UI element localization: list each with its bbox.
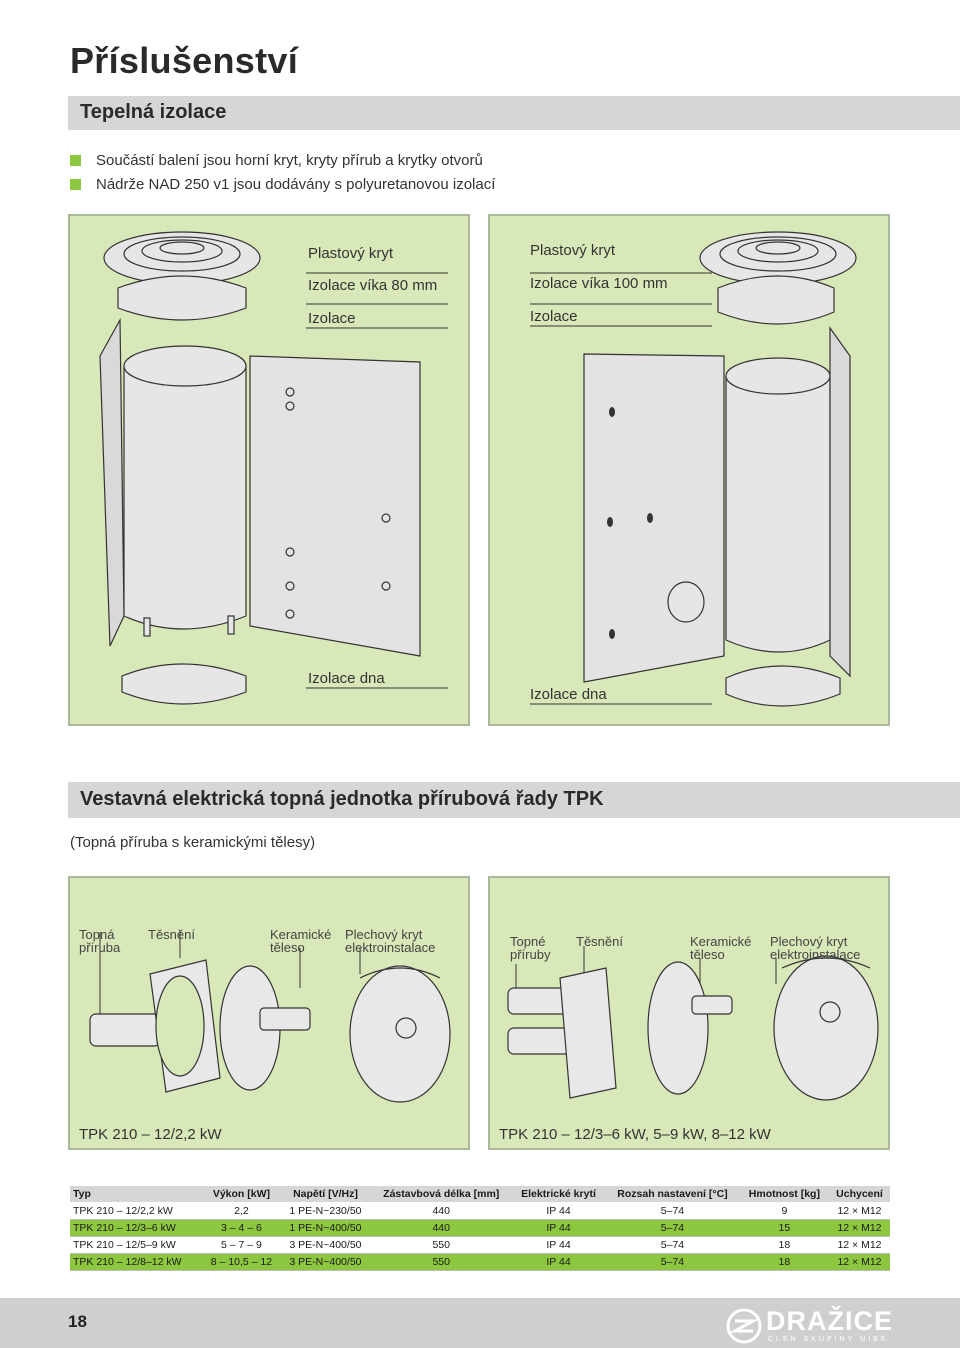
table-cell: TPK 210 – 12/3–6 kW <box>70 1219 203 1237</box>
label-lid-insulation: Izolace víka 100 mm <box>530 275 668 292</box>
table-cell: 12 × M12 <box>829 1202 890 1220</box>
page-number: 18 <box>68 1312 87 1331</box>
table-header: Výkon [kW] <box>202 1186 281 1203</box>
table-header: Typ <box>70 1186 203 1203</box>
bullet-item: Součástí balení jsou horní kryt, kryty p… <box>70 148 495 172</box>
table-header: Hmotnost [kg] <box>739 1186 829 1203</box>
label-plastic-cover: Plastový kryt <box>308 245 394 262</box>
table-header: Napětí [V/Hz] <box>280 1186 371 1203</box>
heater-right-panel: Topné příruby Těsnění Keramické těleso P… <box>488 876 890 1150</box>
heater-2kw-illustration <box>89 930 451 1103</box>
table-row: TPK 210 – 12/5–9 kW 5 – 7 – 9 3 PE-N~400… <box>70 1236 890 1254</box>
table-header: Zástavbová délka [mm] <box>370 1186 512 1203</box>
table-cell: TPK 210 – 12/2,2 kW <box>70 1202 203 1220</box>
table-cell: 3 – 4 – 6 <box>202 1219 281 1237</box>
label-insulation: Izolace <box>530 308 578 325</box>
label-bottom-insulation: Izolace dna <box>530 686 607 703</box>
tank-80mm-illustration <box>99 231 448 705</box>
table-cell: 15 <box>739 1219 829 1237</box>
bullet-square-icon <box>70 154 81 166</box>
bullet-item: Nádrže NAD 250 v1 jsou dodávány s polyur… <box>70 172 495 196</box>
table-header-row: Typ Výkon [kW] Napětí [V/Hz] Zástavbová … <box>70 1186 890 1203</box>
label-electrical-cover: Plechový kryt elektroinstalace <box>345 927 436 955</box>
tank-100mm-illustration <box>530 231 857 707</box>
table-cell: 8 – 10,5 – 12 <box>202 1253 281 1271</box>
table-cell: 5–74 <box>605 1236 740 1254</box>
drazice-logo-icon <box>726 1308 762 1344</box>
logo-name: DRAŽICE <box>766 1306 893 1336</box>
label-gasket: Těsnění <box>576 934 623 949</box>
table-cell: 12 × M12 <box>829 1236 890 1254</box>
table-header: Rozsah nastavení [°C] <box>605 1186 740 1203</box>
table-cell: 550 <box>370 1236 512 1254</box>
insulation-heading: Tepelná izolace <box>68 96 960 130</box>
table-cell: TPK 210 – 12/5–9 kW <box>70 1236 203 1254</box>
table-cell: 9 <box>739 1202 829 1220</box>
page-footer: 18 DRAŽICE ČLEN SKUPINY NIBE <box>0 1298 960 1348</box>
insulation-right-panel: Plastový kryt Izolace víka 100 mm Izolac… <box>488 214 890 726</box>
drazice-logo: DRAŽICE ČLEN SKUPINY NIBE <box>722 1304 902 1344</box>
insulation-bullet-list: Součástí balení jsou horní kryt, kryty p… <box>70 148 495 196</box>
label-electrical-cover: Plechový kryt elektroinstalace <box>770 934 861 962</box>
table-cell: 12 × M12 <box>829 1253 890 1271</box>
table-row: TPK 210 – 12/3–6 kW 3 – 4 – 6 1 PE-N~400… <box>70 1219 890 1237</box>
label-heating-flange: Topná příruba <box>79 927 121 955</box>
table-row: TPK 210 – 12/2,2 kW 2,2 1 PE-N~230/50 44… <box>70 1202 890 1220</box>
label-bottom-insulation: Izolace dna <box>308 670 385 687</box>
table-header: Uchycení <box>829 1186 890 1203</box>
table-cell: 12 × M12 <box>829 1219 890 1237</box>
table-cell: 440 <box>370 1202 512 1220</box>
bullet-text: Nádrže NAD 250 v1 jsou dodávány s polyur… <box>96 175 496 193</box>
table-cell: TPK 210 – 12/8–12 kW <box>70 1253 203 1271</box>
table-cell: 1 PE-N~400/50 <box>280 1219 371 1237</box>
label-lid-insulation: Izolace víka 80 mm <box>308 277 438 294</box>
label-gasket: Těsnění <box>148 927 195 942</box>
table-cell: 18 <box>739 1236 829 1254</box>
heater-subtitle: (Topná příruba s keramickými tělesy) <box>70 834 316 851</box>
table-cell: IP 44 <box>511 1219 606 1237</box>
table-cell: IP 44 <box>511 1253 606 1271</box>
heater-left-caption: TPK 210 – 12/2,2 kW <box>79 1126 222 1143</box>
logo-tagline: ČLEN SKUPINY NIBE <box>768 1336 889 1343</box>
table-cell: IP 44 <box>511 1202 606 1220</box>
table-cell: 440 <box>370 1219 512 1237</box>
bullet-text: Součástí balení jsou horní kryt, kryty p… <box>96 151 483 169</box>
heater-12kw-illustration <box>507 946 879 1101</box>
table-cell: 550 <box>370 1253 512 1271</box>
label-plastic-cover: Plastový kryt <box>530 242 616 259</box>
table-cell: 5–74 <box>605 1202 740 1220</box>
table-cell: 18 <box>739 1253 829 1271</box>
page-title: Příslušenství <box>70 40 299 81</box>
table-header: Elektrické krytí <box>511 1186 606 1203</box>
spec-table: Typ Výkon [kW] Napětí [V/Hz] Zástavbová … <box>70 1186 890 1271</box>
table-cell: 3 PE-N~400/50 <box>280 1253 371 1271</box>
table-cell: IP 44 <box>511 1236 606 1254</box>
label-heating-flanges: Topné příruby <box>510 934 551 962</box>
table-cell: 5–74 <box>605 1219 740 1237</box>
table-cell: 5–74 <box>605 1253 740 1271</box>
label-insulation: Izolace <box>308 310 356 327</box>
table-cell: 2,2 <box>202 1202 281 1220</box>
label-ceramic-element: Keramické těleso <box>270 927 332 955</box>
table-cell: 1 PE-N~230/50 <box>280 1202 371 1220</box>
table-row: TPK 210 – 12/8–12 kW 8 – 10,5 – 12 3 PE-… <box>70 1253 890 1271</box>
table-cell: 5 – 7 – 9 <box>202 1236 281 1254</box>
heater-heading: Vestavná elektrická topná jednotka příru… <box>68 782 960 818</box>
bullet-square-icon <box>70 178 81 190</box>
heater-right-caption: TPK 210 – 12/3–6 kW, 5–9 kW, 8–12 kW <box>499 1126 771 1143</box>
label-ceramic-element: Keramické těleso <box>690 934 752 962</box>
insulation-left-panel: Plastový kryt Izolace víka 80 mm Izolace… <box>68 214 470 726</box>
heater-left-panel: Topná příruba Těsnění Keramické těleso P… <box>68 876 470 1150</box>
table-cell: 3 PE-N~400/50 <box>280 1236 371 1254</box>
